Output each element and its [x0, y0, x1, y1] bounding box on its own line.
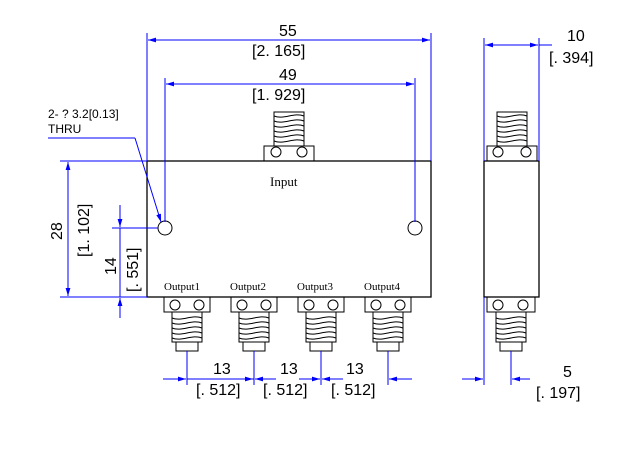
output-label-3: Output3	[297, 281, 334, 293]
input-label: Input	[270, 174, 298, 189]
mounting-hole-right	[407, 220, 423, 236]
dim-14-inch: [. 551]	[125, 248, 142, 292]
pitch-3-inch: [. 512]	[331, 382, 375, 399]
output-label-4: Output4	[364, 281, 401, 293]
output-connector-3	[297, 296, 345, 352]
mounting-hole-left	[157, 220, 173, 236]
pitch-3-mm: 13	[346, 361, 364, 378]
hole-leader	[134, 137, 162, 223]
pitch-1-mm: 13	[213, 361, 231, 378]
dim-10-mm: 10	[567, 28, 585, 45]
dim-5-inch: [. 197]	[536, 385, 580, 402]
pitch-2-inch: [. 512]	[263, 382, 307, 399]
dim-49-inch: [1. 929]	[252, 87, 305, 104]
output-label-2: Output2	[230, 281, 266, 293]
dim-55-mm: 55	[279, 23, 297, 40]
side-view-body	[483, 160, 540, 298]
dim-28-inch: [1. 102]	[76, 204, 93, 257]
output-connector-1	[163, 296, 211, 352]
side-output-connector	[486, 296, 536, 352]
dim-49-mm: 49	[279, 67, 297, 84]
output-connector-2	[230, 296, 278, 352]
pitch-1-inch: [. 512]	[196, 382, 240, 399]
output-connector-4	[364, 296, 412, 352]
dim-14-mm: 14	[103, 257, 120, 275]
side-input-connector	[486, 111, 538, 162]
dim-5-mm: 5	[563, 364, 572, 381]
dim-10-inch: [. 394]	[549, 50, 593, 67]
hole-callout-2: THRU	[48, 122, 81, 136]
output-label-1: Output1	[164, 281, 200, 293]
input-connector	[263, 111, 315, 162]
dim-55-inch: [2. 165]	[252, 43, 305, 60]
dim-28-mm: 28	[49, 222, 66, 240]
pitch-2-mm: 13	[280, 361, 298, 378]
hole-callout-1: 2- ? 3.2[0.13]	[48, 107, 119, 121]
